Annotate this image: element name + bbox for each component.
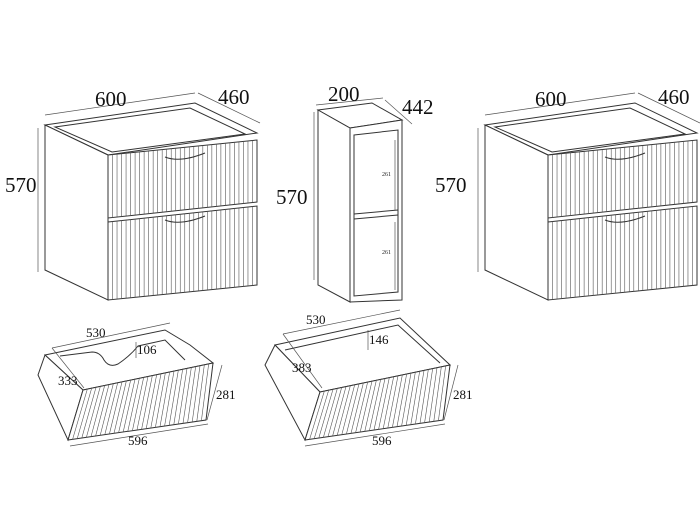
column-width: 200: [328, 82, 360, 106]
groove-line: [159, 371, 170, 427]
groove-line: [104, 382, 118, 435]
groove-line: [332, 386, 347, 437]
groove-line: [118, 380, 131, 433]
groove-line: [132, 377, 144, 431]
groove-line: [387, 375, 399, 429]
groove-line: [323, 388, 338, 438]
drawer-left-inner-depth: 333: [58, 373, 78, 388]
groove-line: [378, 377, 390, 430]
groove-line: [438, 365, 446, 421]
groove-line: [369, 379, 381, 431]
groove-line: [90, 385, 105, 437]
drawer-left-front-width: 596: [128, 433, 148, 448]
groove-line: [173, 369, 183, 425]
column-front-frame: [349, 119, 403, 303]
drawer-left-front-height: 281: [216, 387, 236, 402]
column-cabinet: 200 442 570 261 261: [276, 82, 434, 303]
cabinet-left-depth: 460: [218, 85, 250, 109]
column-depth: 442: [402, 95, 434, 119]
drawer-left-inner-width: 530: [86, 325, 106, 340]
groove-line: [178, 368, 188, 425]
column-side: [317, 109, 351, 303]
groove-line: [392, 374, 403, 428]
groove-line: [191, 365, 201, 423]
groove-line: [405, 372, 416, 426]
groove-line: [341, 384, 355, 435]
groove-line: [164, 371, 175, 427]
groove-line: [201, 363, 209, 421]
column-opening: [353, 129, 399, 297]
drawer-left-cutout: 106: [137, 342, 157, 357]
cabinet-side: [44, 124, 109, 301]
groove-line: [346, 383, 360, 435]
groove-line: [428, 367, 438, 423]
groove-line: [155, 372, 166, 428]
groove-line: [86, 386, 101, 438]
groove-line: [72, 389, 88, 440]
groove-line: [373, 378, 386, 431]
groove-line: [168, 370, 179, 426]
groove-line: [95, 384, 110, 437]
groove-line: [127, 378, 140, 432]
cabinet-right-height: 570: [435, 173, 467, 197]
groove-line: [401, 373, 412, 427]
groove-line: [313, 390, 329, 439]
groove-line: [327, 387, 342, 437]
groove-line: [318, 389, 334, 439]
cabinet-left: 600 460 570: [5, 85, 261, 301]
groove-line: [336, 385, 351, 436]
groove-line: [76, 388, 92, 439]
column-height: 570: [276, 185, 308, 209]
column-shelf-lower: 261: [382, 250, 391, 256]
groove-line: [364, 380, 377, 432]
groove-line: [410, 371, 420, 425]
cabinet-right-depth: 460: [658, 85, 690, 109]
cabinet-top-opening: [53, 107, 247, 153]
groove-line: [122, 379, 136, 433]
groove-line: [109, 381, 123, 435]
groove-line: [355, 382, 368, 433]
groove-line: [99, 383, 114, 436]
groove-line: [187, 366, 196, 423]
drawer-right-front-width: 596: [372, 433, 392, 448]
groove-line: [419, 369, 429, 424]
cabinet-left-width: 600: [95, 87, 127, 111]
groove-line: [415, 370, 425, 425]
drawer-right-inner-height: 146: [369, 332, 389, 347]
column-shelf-upper: 261: [382, 172, 391, 178]
groove-line: [382, 376, 394, 429]
drawer-right-inner-width: 530: [306, 312, 326, 327]
handle-lower: [164, 215, 206, 223]
groove-line: [141, 375, 153, 430]
groove-line: [113, 380, 127, 434]
drawer-left: 530 106 333 281 596: [37, 322, 236, 448]
groove-line: [182, 367, 192, 424]
groove-line: [81, 387, 97, 439]
groove-line: [396, 373, 407, 427]
groove-line: [350, 382, 364, 434]
cabinet-right-width: 600: [535, 87, 567, 111]
column-shelf: [353, 209, 399, 215]
groove-line: [424, 368, 433, 423]
groove-line: [309, 391, 325, 440]
groove-line: [150, 373, 162, 429]
groove-line: [145, 374, 157, 429]
groove-line: [433, 366, 442, 422]
groove-line: [136, 376, 149, 431]
cabinet-right: 600 460 570: [435, 85, 700, 301]
handle-upper: [164, 152, 206, 160]
drawer-right: 530 146 383 281 596: [264, 309, 473, 448]
cabinet-left-height: 570: [5, 173, 37, 197]
groove-line: [359, 381, 373, 433]
groove-line: [196, 364, 205, 422]
drawer-right-front-height: 281: [453, 387, 473, 402]
drawer-right-inner-depth: 383: [292, 360, 312, 375]
